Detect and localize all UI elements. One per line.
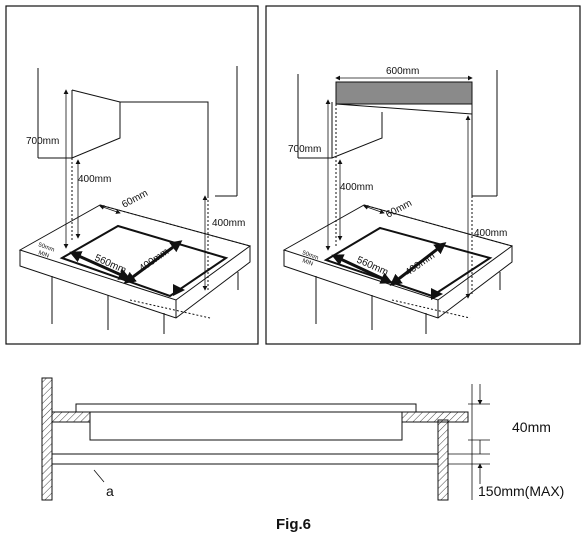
left-dim-50-a: 50mm — [37, 242, 55, 253]
left-dim-560: 560mm — [93, 253, 128, 277]
left-dim-700: 700mm — [26, 136, 59, 147]
right-dim-700: 700mm — [288, 144, 321, 155]
right-dim-400-depth: 400mm — [403, 250, 437, 278]
right-panel-frame — [265, 5, 581, 345]
section-label-a: a — [106, 483, 114, 499]
left-dim-50-b: MIN — [37, 250, 49, 259]
range-hood — [335, 81, 473, 105]
left-dim-400-right: 400mm — [212, 218, 245, 229]
left-dim-400-vert: 400mm — [78, 174, 111, 185]
worktop-right — [401, 411, 469, 423]
left-dim-60: 60mm — [120, 188, 150, 211]
section-view: 40mm 150mm(MAX) a — [41, 377, 564, 501]
right-dim-400-vert: 400mm — [340, 182, 373, 193]
right-dim-50-a: 50mm — [301, 250, 319, 261]
left-panel: 700mm 400mm 60mm 400mm 560mm 400mm 50mm … — [5, 5, 259, 345]
figure-caption: Fig.6 — [275, 516, 311, 533]
hob-body — [89, 411, 403, 441]
left-wall — [41, 377, 53, 501]
right-dim-400-right: 400mm — [474, 228, 507, 239]
section-dim-150: 150mm(MAX) — [478, 483, 564, 499]
right-dim-600: 600mm — [386, 66, 419, 77]
hob-top — [75, 403, 417, 413]
section-dim-40: 40mm — [512, 419, 551, 435]
worktop-left — [51, 411, 91, 423]
left-dim-400-depth: 400mm — [137, 246, 171, 274]
right-cabinet-side — [437, 419, 449, 501]
right-panel: 600mm 700mm 400mm 60mm 400mm 560mm 400mm… — [265, 5, 581, 345]
right-dim-50-b: MIN — [301, 258, 313, 267]
left-panel-frame — [5, 5, 259, 345]
